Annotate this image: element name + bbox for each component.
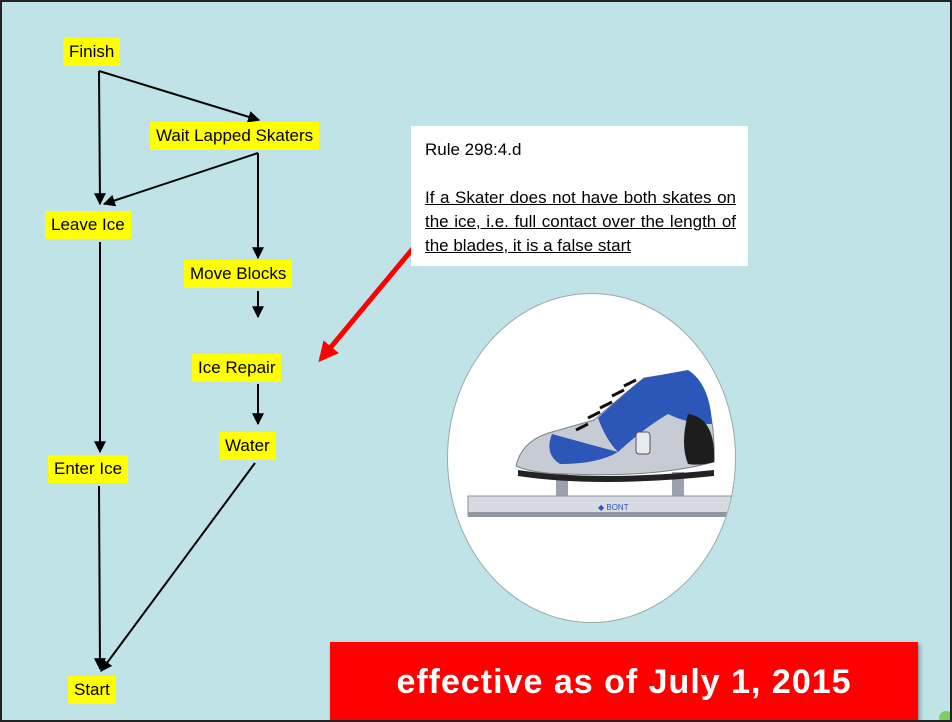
arrow-finish-to-leave xyxy=(93,70,106,206)
arrow-water-to-start xyxy=(100,462,256,672)
arrow-finish-to-wait xyxy=(98,70,261,123)
rule-text: If a Skater does not have both skates on… xyxy=(425,188,736,255)
arrow-wait-to-leave xyxy=(102,152,259,207)
node-ice-repair: Ice Repair xyxy=(192,354,282,382)
node-start: Start xyxy=(68,676,116,704)
speed-skate-image: ◆ BONT xyxy=(467,370,732,517)
node-water: Water xyxy=(219,432,276,460)
node-move-blocks: Move Blocks xyxy=(184,260,293,288)
rule-box: Rule 298:4.d If a Skater does not have b… xyxy=(411,126,748,266)
rule-title: Rule 298:4.d xyxy=(425,140,522,159)
corner-dot xyxy=(939,711,950,720)
skate-image-circle: ◆ BONT xyxy=(447,293,736,623)
node-leave-ice: Leave Ice xyxy=(45,211,131,239)
rule-pointer-arrow xyxy=(318,244,417,363)
arrow-enter-to-start xyxy=(93,485,106,671)
svg-text:◆ BONT: ◆ BONT xyxy=(598,503,629,512)
node-finish: Finish xyxy=(63,38,121,66)
effective-date-banner: effective as of July 1, 2015 xyxy=(330,642,918,720)
node-wait-lapped-skaters: Wait Lapped Skaters xyxy=(150,122,320,150)
node-enter-ice: Enter Ice xyxy=(48,455,129,483)
